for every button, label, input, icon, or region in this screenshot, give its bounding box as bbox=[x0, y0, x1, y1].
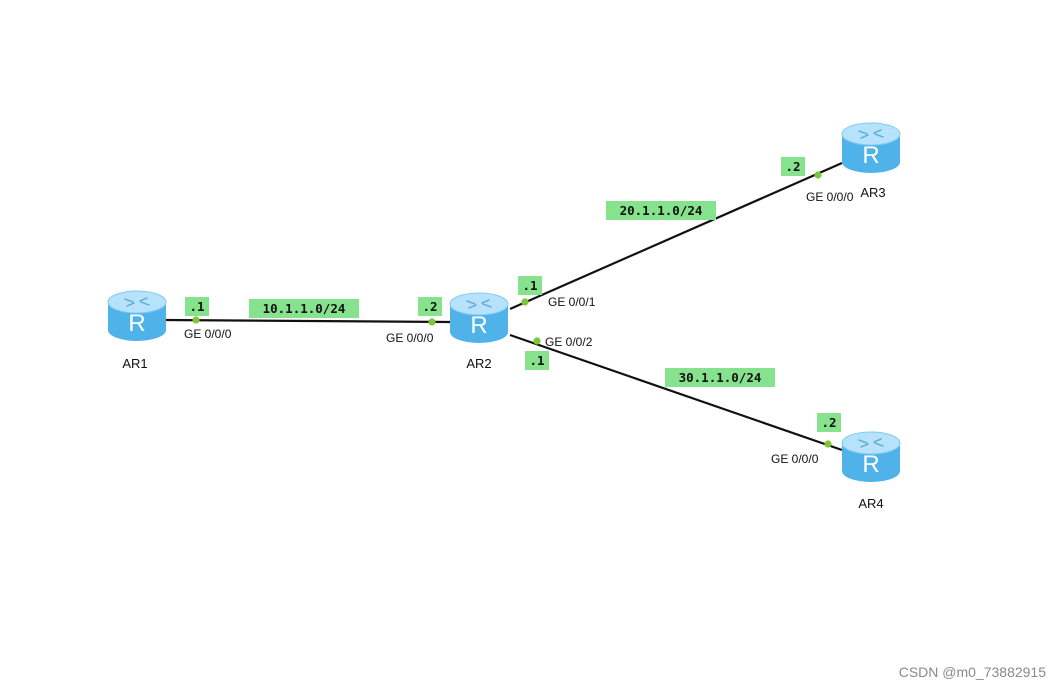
router-ar1[interactable]: R bbox=[107, 290, 167, 342]
router-ar2-letter: R bbox=[470, 312, 487, 339]
router-ar1-letter: R bbox=[128, 310, 145, 337]
host-tag-ar4-text: .2 bbox=[821, 415, 836, 430]
network-tag-10: 10.1.1.0/24 bbox=[249, 299, 359, 318]
port-label-ar2-ge002: GE 0/0/2 bbox=[545, 335, 593, 349]
host-tag-ar4: .2 bbox=[817, 413, 841, 432]
router-ar4[interactable]: R bbox=[841, 431, 901, 483]
watermark: CSDN @m0_73882915 bbox=[899, 664, 1047, 680]
host-tag-ar2-ge000: .2 bbox=[418, 297, 442, 316]
router-ar3[interactable]: R bbox=[841, 122, 901, 174]
router-ar4-name: AR4 bbox=[858, 496, 883, 511]
host-tag-ar2-ge001-text: .1 bbox=[522, 278, 537, 293]
link-ar1-ar2-line[interactable] bbox=[163, 318, 451, 324]
host-tag-ar2-ge000-text: .2 bbox=[422, 299, 437, 314]
router-ar2-name: AR2 bbox=[466, 356, 491, 371]
router-ar4-letter: R bbox=[862, 451, 879, 478]
host-tag-ar3-text: .2 bbox=[785, 159, 800, 174]
link-ar2-ar4-line[interactable] bbox=[509, 333, 843, 452]
host-tag-ar2-ge001: .1 bbox=[518, 276, 542, 295]
port-dot-ar4-ge000 bbox=[824, 440, 832, 448]
port-dot-ar3-ge000 bbox=[814, 171, 822, 179]
port-label-ar3-ge000: GE 0/0/0 bbox=[806, 190, 854, 204]
host-tag-ar3: .2 bbox=[781, 157, 805, 176]
port-dot-ar2-ge002 bbox=[533, 337, 541, 345]
link-ar2-ar3-line[interactable] bbox=[509, 161, 843, 311]
port-label-ar1-ge000: GE 0/0/0 bbox=[184, 327, 232, 341]
network-tag-10-text: 10.1.1.0/24 bbox=[263, 301, 346, 316]
router-ar3-name: AR3 bbox=[860, 185, 885, 200]
router-ar2[interactable]: R bbox=[449, 292, 509, 344]
router-ar1-name: AR1 bbox=[122, 356, 147, 371]
host-tag-ar1: .1 bbox=[185, 297, 209, 316]
port-label-ar4-ge000: GE 0/0/0 bbox=[771, 452, 819, 466]
host-tag-ar2-ge002: .1 bbox=[525, 351, 549, 370]
port-dot-ar2-ge001 bbox=[521, 298, 529, 306]
host-tag-ar2-ge002-text: .1 bbox=[529, 353, 544, 368]
port-label-ar2-ge001: GE 0/0/1 bbox=[548, 295, 596, 309]
port-dot-ar2-ge000 bbox=[428, 318, 436, 326]
network-tag-30: 30.1.1.0/24 bbox=[665, 368, 775, 387]
port-dot-ar1-ge000 bbox=[192, 316, 200, 324]
network-tag-20: 20.1.1.0/24 bbox=[606, 201, 716, 220]
network-tag-30-text: 30.1.1.0/24 bbox=[679, 370, 762, 385]
network-tag-20-text: 20.1.1.0/24 bbox=[620, 203, 703, 218]
router-ar3-letter: R bbox=[862, 142, 879, 169]
port-label-ar2-ge000: GE 0/0/0 bbox=[386, 331, 434, 345]
host-tag-ar1-text: .1 bbox=[189, 299, 204, 314]
